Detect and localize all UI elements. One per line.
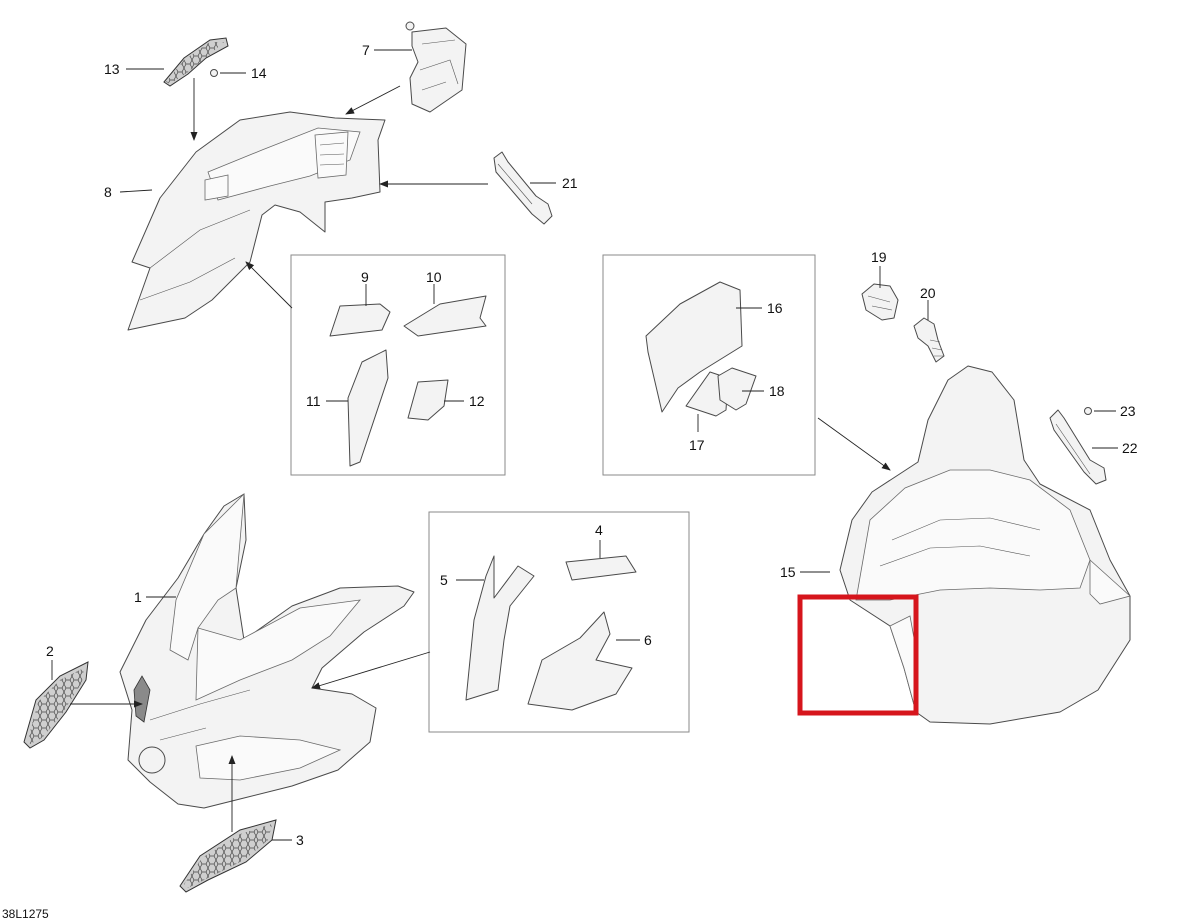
decal-part-16 <box>645 281 743 413</box>
grille-part-3 <box>179 819 277 893</box>
decal-kit-box-4-6 <box>428 511 690 733</box>
callout-5: 5 <box>440 572 448 588</box>
screw-part-23 <box>1084 407 1092 415</box>
support-rod-part-21 <box>493 151 553 225</box>
screw-part-14 <box>210 69 218 77</box>
decal-part-10 <box>403 295 487 337</box>
arrow-box-to-8 <box>245 261 293 309</box>
knob-part-20 <box>913 317 945 363</box>
callout-7: 7 <box>362 42 370 58</box>
callout-15: 15 <box>780 564 796 580</box>
decal-part-9 <box>329 303 391 337</box>
callout-12: 12 <box>469 393 485 409</box>
callout-23: 23 <box>1120 403 1136 419</box>
callout-13: 13 <box>104 61 120 77</box>
arrow-box-to-1 <box>311 651 431 690</box>
callout-18: 18 <box>769 383 785 399</box>
vent-strip-part-13 <box>163 37 229 87</box>
decal-part-4 <box>565 555 637 581</box>
callout-2: 2 <box>46 643 54 659</box>
callout-8: 8 <box>104 184 112 200</box>
callout-4: 4 <box>595 522 603 538</box>
upper-shell-part <box>127 111 386 331</box>
latch-part-19 <box>861 283 899 321</box>
arrow-box-to-15 <box>817 417 891 471</box>
decal-part-6 <box>527 611 633 711</box>
callout-20: 20 <box>920 285 936 301</box>
decal-part-11 <box>347 349 389 467</box>
callout-1: 1 <box>134 589 142 605</box>
support-rod-part-22 <box>1049 409 1107 485</box>
callout-10: 10 <box>426 269 442 285</box>
front-shell-part-15 <box>839 365 1131 725</box>
callout-14: 14 <box>251 65 267 81</box>
callout-6: 6 <box>644 632 652 648</box>
decal-kit-box-9-12 <box>290 254 506 476</box>
callout-16: 16 <box>767 300 783 316</box>
decal-part-12 <box>407 379 449 421</box>
front-body-part-1 <box>119 492 415 809</box>
callout-19: 19 <box>871 249 887 265</box>
arrow-7-to-8 <box>345 85 401 115</box>
bracket-part-7 <box>405 21 467 113</box>
callout-11: 11 <box>306 393 321 409</box>
callout-21: 21 <box>562 175 578 191</box>
highlight-box <box>797 594 919 716</box>
callout-3: 3 <box>296 832 304 848</box>
drawing-code: 38L1275 <box>2 907 49 921</box>
callout-17: 17 <box>689 437 705 453</box>
leader-8 <box>119 189 153 193</box>
decal-kit-box-16-18 <box>602 254 816 476</box>
callout-22: 22 <box>1122 440 1138 456</box>
callout-9: 9 <box>361 269 369 285</box>
decal-part-18 <box>717 367 757 411</box>
decal-part-5 <box>465 555 535 701</box>
grille-part-2 <box>23 661 89 749</box>
